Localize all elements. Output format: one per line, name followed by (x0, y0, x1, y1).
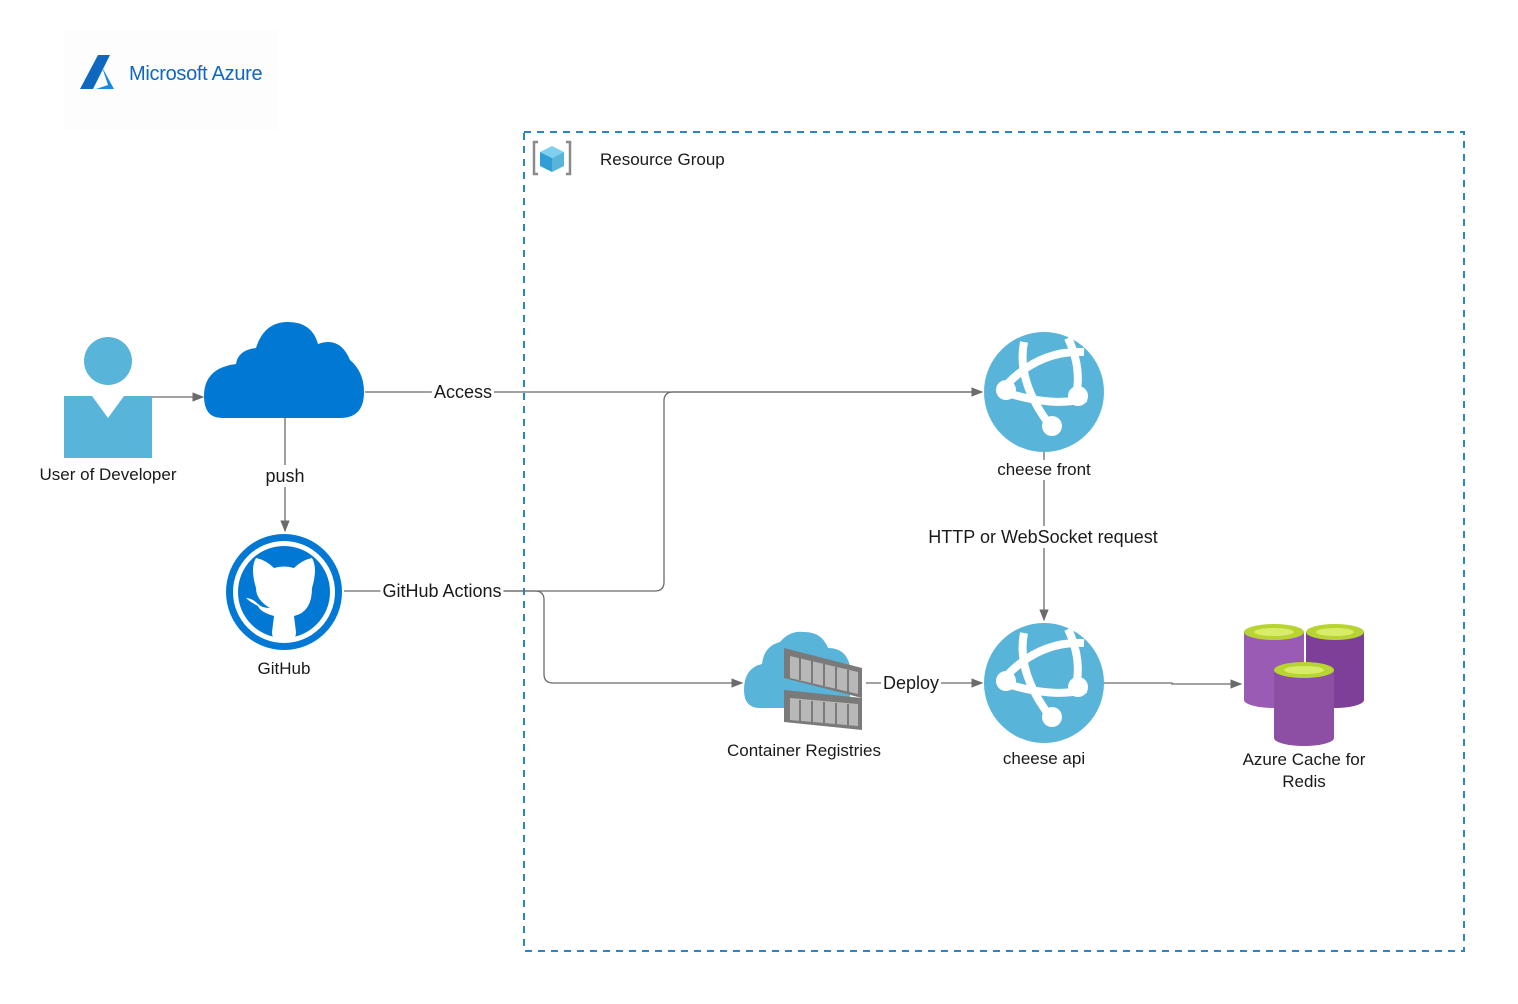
edge-label-access: Access (431, 381, 495, 403)
app-service-icon (984, 623, 1104, 743)
redis-label-line2: Redis (1282, 772, 1326, 791)
app-service-icon (984, 332, 1104, 452)
edge-label-deploy: Deploy (880, 672, 942, 694)
github-label: GitHub (257, 659, 311, 678)
edge-api-redis (1104, 679, 1243, 689)
edge-label-http: HTTP or WebSocket request (926, 526, 1160, 548)
edge-label-github-actions: GitHub Actions (380, 580, 504, 602)
logo-text: Microsoft Azure (129, 63, 263, 85)
user-icon (64, 337, 152, 458)
cheese-front-label: cheese front (995, 460, 1093, 480)
resource-group-label: Resource Group (600, 150, 725, 169)
container-registry-icon (744, 631, 862, 730)
github-icon (226, 534, 342, 650)
redis-cache-icon (1244, 624, 1364, 746)
edge-actions-registry (500, 590, 744, 688)
redis-label-line1: Azure Cache for (1242, 750, 1366, 769)
azure-logo-icon (80, 55, 114, 89)
cheese-api-label: cheese api (1002, 749, 1086, 768)
logo-area (64, 30, 278, 130)
container-registry-label: Container Registries (726, 741, 882, 760)
user-label: User of Developer (39, 465, 177, 484)
edge-actions-front (344, 391, 982, 592)
cloud-icon (204, 322, 364, 418)
resource-group-boundary (523, 131, 1465, 952)
resource-group-icon (532, 140, 572, 176)
edge-label-push: push (263, 465, 307, 487)
